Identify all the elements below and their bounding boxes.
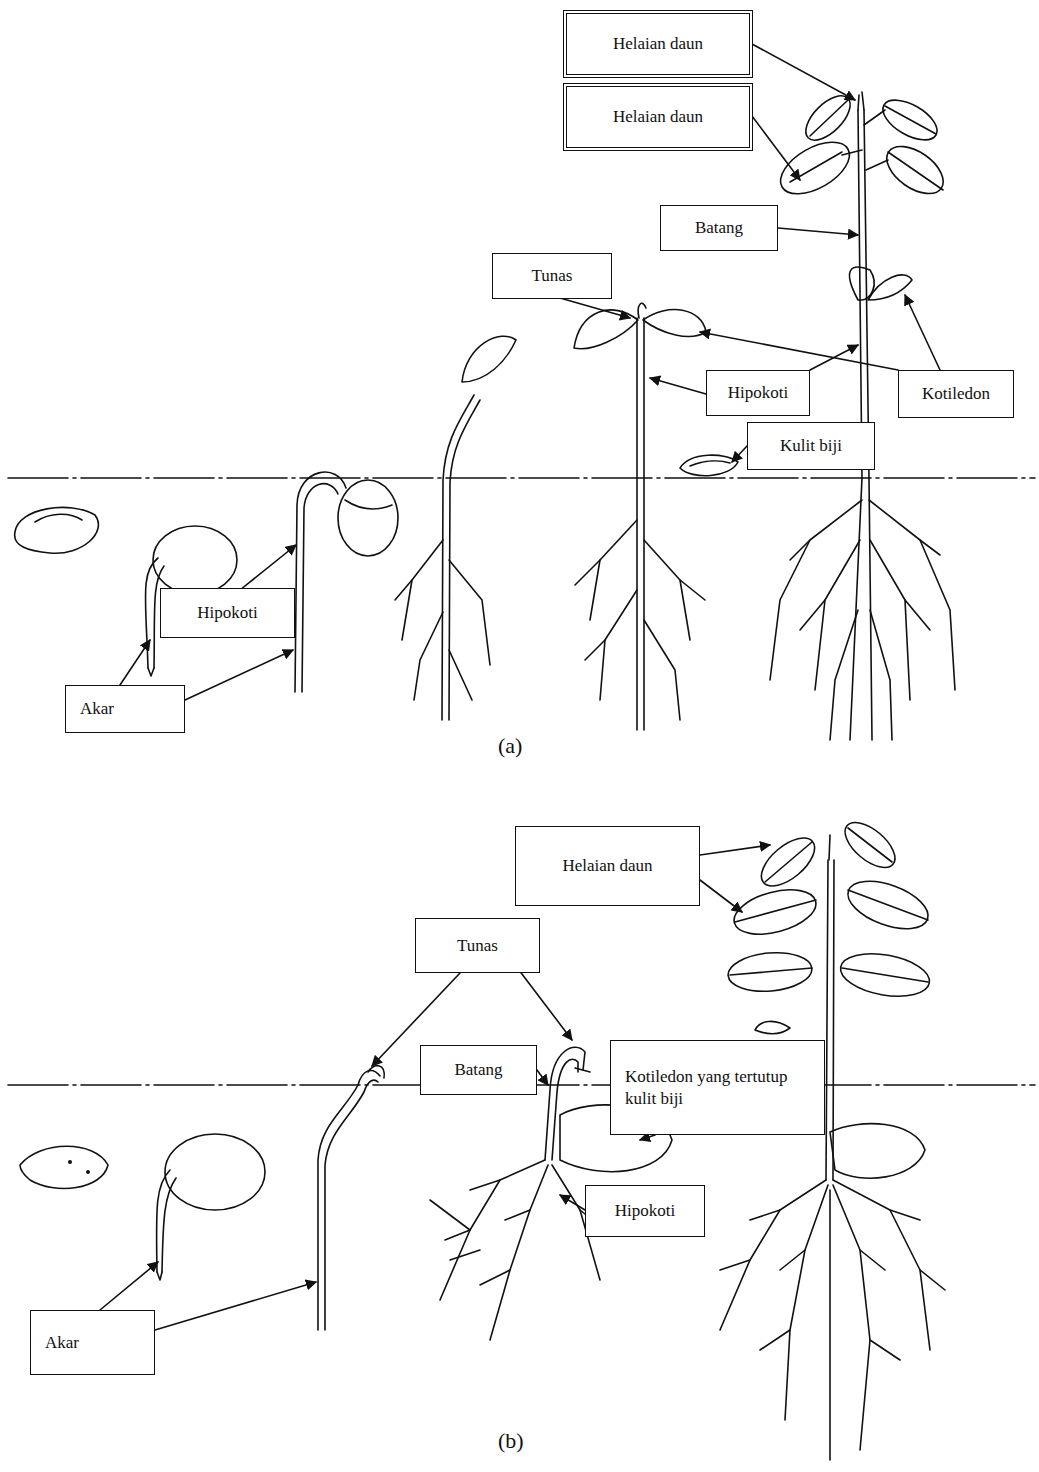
emerging-seedling — [395, 336, 516, 720]
label-box: Tunas — [492, 253, 612, 299]
leader-lines — [120, 44, 940, 700]
seed-coat — [680, 455, 738, 476]
label-box: Hipokoti — [585, 1185, 705, 1237]
label-text: Tunas — [532, 265, 573, 286]
label-box: Helaian daun — [563, 83, 753, 151]
germinating-seed — [157, 1134, 266, 1280]
label-box: Batang — [420, 1045, 537, 1095]
label-box: Kulit biji — [747, 422, 875, 470]
label-box: Akar — [65, 685, 185, 733]
label-box: Batang — [660, 205, 778, 251]
label-text: Kulit biji — [780, 435, 842, 456]
seed — [20, 1146, 108, 1188]
label-text: Hipokoti — [728, 382, 788, 403]
label-text: Tunas — [457, 935, 498, 956]
emerging-shoot — [318, 1066, 384, 1330]
figure-label: (b) — [498, 1428, 524, 1454]
label-text: Helaian daun — [613, 33, 703, 54]
label-text: Hipokoti — [615, 1200, 675, 1221]
hypocotyl-hook — [295, 472, 398, 692]
label-text: Helaian daun — [562, 855, 652, 876]
ground-line — [8, 477, 1035, 479]
label-box: Helaian daun — [515, 826, 700, 906]
label-text: Helaian daun — [613, 106, 703, 127]
label-text: Hipokoti — [197, 602, 257, 623]
label-box: Kotiledon — [898, 370, 1014, 418]
seed — [15, 507, 99, 553]
seedling-with-cotyledons — [574, 303, 706, 730]
label-box: Helaian daun — [563, 10, 753, 78]
label-box: Akar — [30, 1310, 155, 1375]
young-plant — [720, 814, 945, 1460]
label-text: Batang — [695, 217, 743, 238]
label-text: Kotiledon — [922, 383, 990, 404]
label-box: Hipokoti — [706, 370, 810, 416]
figure-label: (a) — [498, 733, 522, 759]
label-text: Akar — [80, 698, 114, 719]
label-box: Tunas — [415, 918, 540, 973]
label-text: Batang — [454, 1059, 502, 1080]
label-box: Kotiledon yang tertutup kulit biji — [610, 1040, 825, 1135]
label-text: Kotiledon yang tertutup kulit biji — [625, 1066, 816, 1109]
label-text: Akar — [45, 1332, 79, 1353]
label-box: Hipokoti — [160, 588, 295, 638]
